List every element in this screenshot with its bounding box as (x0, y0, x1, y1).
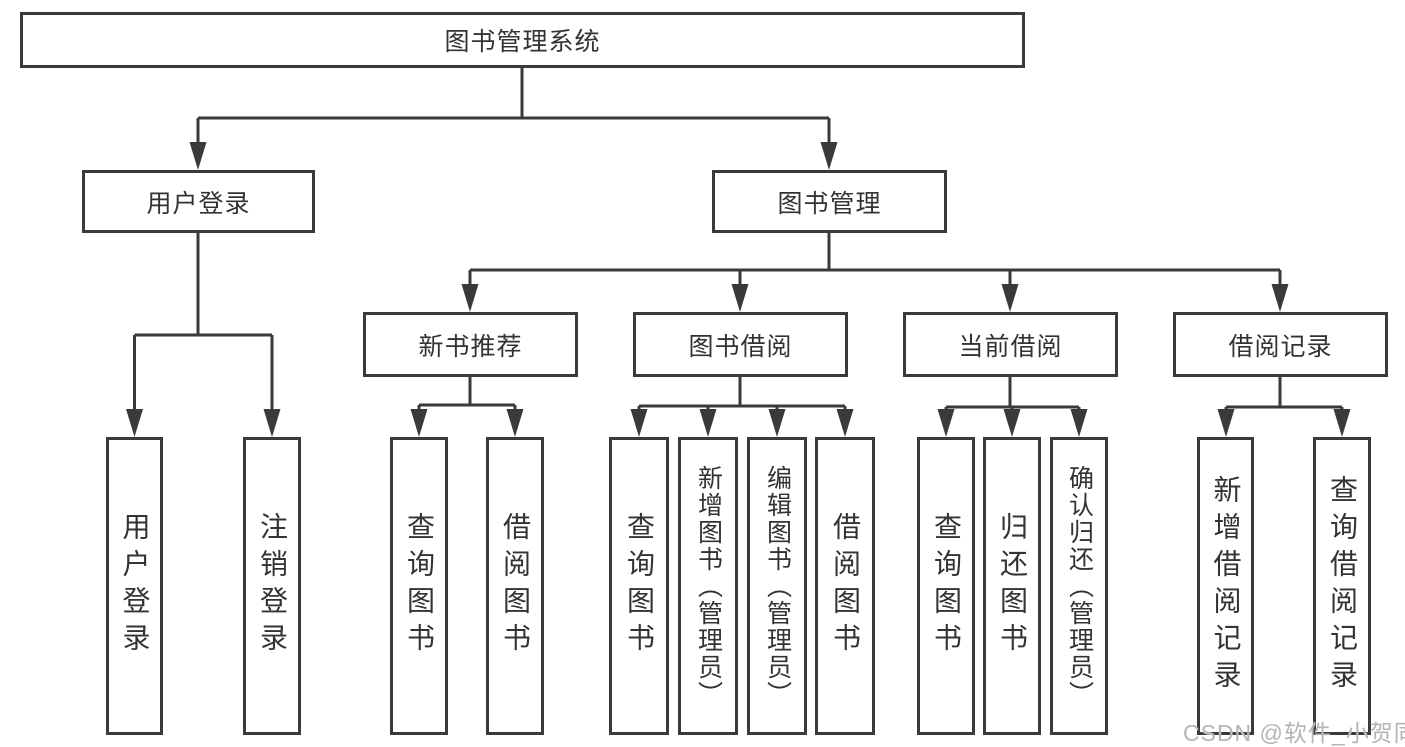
leaf-label: 编辑图书（管理员） (763, 464, 792, 708)
leaf-edit-books-admin: 编辑图书（管理员） (747, 437, 807, 735)
leaf-query-borrow-record: 查询借阅记录 (1313, 437, 1371, 735)
leaf-borrow-books-recommend: 借阅图书 (486, 437, 544, 735)
node-label: 新书推荐 (418, 332, 523, 361)
node-label: 图书管理系统 (444, 28, 601, 56)
leaf-label: 新增图书（管理员） (694, 464, 723, 708)
leaf-logout: 注销登录 (243, 437, 301, 735)
leaf-label: 新增借阅记录 (1210, 475, 1242, 697)
node-label: 借阅记录 (1228, 332, 1333, 361)
leaf-label: 查询图书 (931, 512, 962, 660)
leaf-add-borrow-record: 新增借阅记录 (1197, 437, 1254, 735)
leaf-label: 借阅图书 (830, 512, 861, 660)
node-book-borrowing: 图书借阅 (633, 312, 848, 377)
leaf-label: 确认归还（管理员） (1065, 464, 1094, 708)
node-user-login: 用户登录 (82, 170, 315, 233)
node-new-book-recommendation: 新书推荐 (363, 312, 578, 377)
node-library-management-system: 图书管理系统 (20, 12, 1025, 68)
leaf-user-login: 用户登录 (106, 437, 163, 735)
leaf-add-books-admin: 新增图书（管理员） (678, 437, 738, 735)
watermark-csdn: CSDN @软件_小贺同学 (1183, 720, 1405, 746)
leaf-query-books-borrow: 查询图书 (609, 437, 669, 735)
node-book-management: 图书管理 (712, 170, 947, 233)
leaf-label: 查询图书 (624, 512, 655, 660)
leaf-label: 借阅图书 (500, 512, 531, 660)
node-label: 图书借阅 (688, 332, 793, 361)
leaf-borrow-books: 借阅图书 (815, 437, 875, 735)
leaf-label: 用户登录 (119, 512, 151, 660)
leaf-label: 归还图书 (997, 512, 1028, 660)
leaf-label: 查询借阅记录 (1327, 475, 1358, 697)
node-borrowing-records: 借阅记录 (1173, 312, 1388, 377)
node-label: 图书管理 (777, 189, 882, 218)
leaf-query-books-recommend: 查询图书 (390, 437, 448, 735)
node-label: 当前借阅 (958, 332, 1063, 361)
leaf-query-books-current: 查询图书 (917, 437, 975, 735)
arrowheads (126, 142, 1351, 437)
leaf-label: 查询图书 (404, 512, 435, 660)
leaf-confirm-return-admin: 确认归还（管理员） (1050, 437, 1108, 735)
node-label: 用户登录 (146, 189, 251, 218)
leaf-return-books: 归还图书 (983, 437, 1041, 735)
node-current-borrowing: 当前借阅 (903, 312, 1118, 377)
leaf-label: 注销登录 (257, 512, 288, 660)
